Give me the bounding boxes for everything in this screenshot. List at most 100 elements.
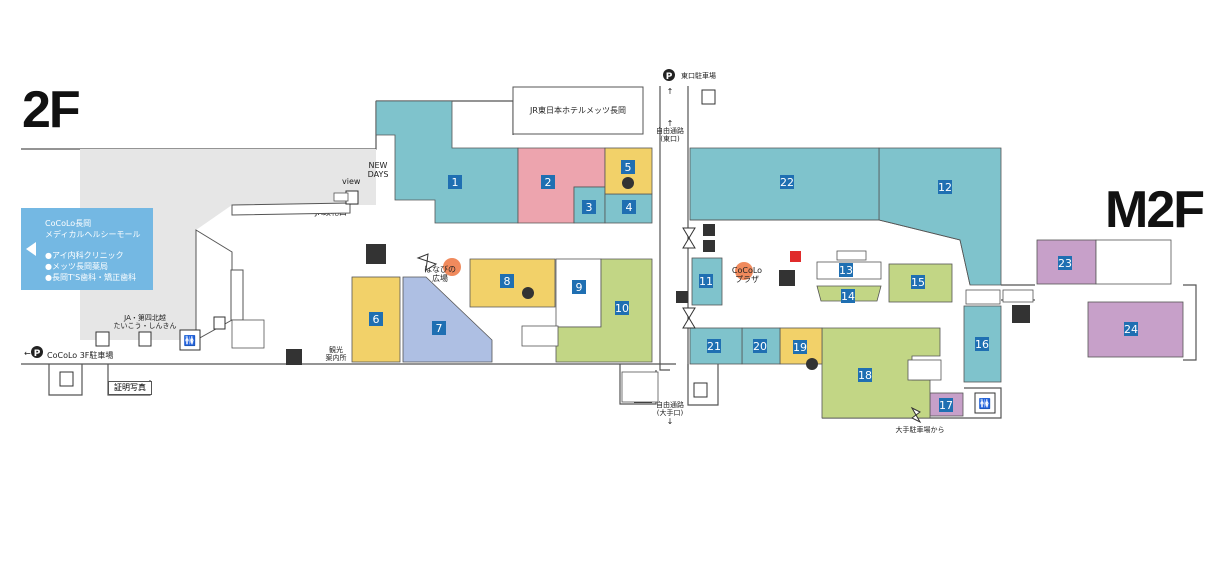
store-badge-bg (911, 275, 925, 289)
grey-area (80, 149, 376, 340)
direction-arrows: ↑ ↑ ↓ ← (24, 87, 673, 426)
store-badge-bg (1058, 256, 1072, 270)
store-badge-bg (582, 200, 596, 214)
label-free-passage-east: 自由通路(東口) (656, 126, 684, 143)
svg-text:P: P (34, 349, 41, 359)
store-badge-8[interactable]: 8 (500, 274, 514, 288)
wifi-icon (622, 177, 634, 189)
store-badge-3[interactable]: 3 (582, 200, 596, 214)
store-badge-2[interactable]: 2 (541, 175, 555, 189)
store-badge-24[interactable]: 24 (1124, 322, 1138, 336)
clinic-title: CoCoLo長岡 メディカルヘルシーモール (45, 219, 141, 239)
store-badge-5[interactable]: 5 (621, 160, 635, 174)
store-badge-13[interactable]: 13 (839, 263, 853, 277)
store-badge-22[interactable]: 22 (780, 175, 794, 189)
store-badge-15[interactable]: 15 (911, 275, 925, 289)
store-number: 6 (373, 313, 380, 326)
clinic-info-box[interactable]: CoCoLo長岡 メディカルヘルシーモール ●アイ内科クリニック ●メッツ長岡薬… (21, 208, 153, 290)
coin-locker-icon (138, 331, 152, 347)
floor-label-2f: 2F (22, 81, 81, 139)
store-1[interactable] (375, 100, 519, 224)
store-badge-18[interactable]: 18 (858, 368, 872, 382)
restroom-icon: 🚻 (179, 329, 201, 351)
store-badge-bg (1124, 322, 1138, 336)
store-badge-bg (572, 280, 586, 294)
store-badge-bg (621, 160, 635, 174)
floor-label-m2f: M2F (1105, 181, 1205, 239)
store-badge-bg (699, 274, 713, 288)
label-free-passage-ote: 自由通路(大手口) (656, 400, 684, 417)
store-badge-4[interactable]: 4 (622, 200, 636, 214)
store-badge-bg (975, 337, 989, 351)
clinic-item: ●アイ内科クリニック (45, 251, 124, 260)
store-badge-7[interactable]: 7 (432, 321, 446, 335)
clinic-item: ●長岡T'S歯科・矯正歯科 (45, 273, 137, 282)
store-number: 19 (793, 341, 807, 354)
store-badge-16[interactable]: 16 (975, 337, 989, 351)
ticket-machine-block (230, 269, 244, 321)
stairs-icon (676, 291, 688, 303)
hanabi-plaza-dot (443, 258, 461, 276)
store-badge-23[interactable]: 23 (1058, 256, 1072, 270)
label-east-parking: 東口駐車場 (681, 71, 716, 80)
store-number: 22 (780, 176, 794, 189)
restroom-icon: 🚻 (974, 392, 996, 414)
store-badge-bg (500, 274, 514, 288)
cocolo-plaza-dot (735, 262, 753, 280)
store-badge-bg (541, 175, 555, 189)
label-tourist-info: 観光案内所 (326, 345, 347, 362)
arrow-up-passage: ↑ (667, 119, 674, 128)
store-badge-bg (622, 200, 636, 214)
store-badge-1[interactable]: 1 (448, 175, 462, 189)
aed-icon (790, 251, 801, 262)
store-badge-14[interactable]: 14 (841, 289, 855, 303)
store-number: 3 (586, 201, 593, 214)
hotel-label: JR東日本ホテルメッツ長岡 (529, 105, 626, 115)
atm-icon (286, 349, 302, 365)
store-number: 12 (938, 181, 952, 194)
store-number: 24 (1124, 323, 1138, 336)
store-badge-17[interactable]: 17 (939, 398, 953, 412)
store-number: 2 (545, 176, 552, 189)
store-10[interactable] (555, 258, 653, 363)
store-number: 11 (699, 275, 713, 288)
escalator-icon (779, 270, 795, 286)
gate-bar (231, 202, 351, 216)
clinic-item: ●メッツ長岡薬局 (45, 262, 108, 271)
svg-text:🚻: 🚻 (979, 397, 991, 410)
store-badge-20[interactable]: 20 (753, 339, 767, 353)
store-badge-9[interactable]: 9 (572, 280, 586, 294)
door-icon (910, 406, 922, 424)
store-badge-10[interactable]: 10 (615, 301, 629, 315)
store-badge-12[interactable]: 12 (938, 180, 952, 194)
parking-icon: P (663, 69, 675, 82)
door-icon (682, 307, 696, 329)
stair-blocks (231, 192, 1034, 403)
store-number: 9 (576, 281, 583, 294)
store-badge-11[interactable]: 11 (699, 274, 713, 288)
corridor-right (690, 219, 971, 286)
store-15[interactable] (888, 263, 953, 303)
arrow-down-ote: ↓ (667, 417, 674, 426)
svg-text:P: P (666, 72, 673, 82)
arrow-up-east: ↑ (667, 87, 674, 96)
label-cocolo-parking: CoCoLo 3F駐車場 (47, 350, 113, 360)
store-badge-19[interactable]: 19 (793, 340, 807, 354)
store-badge-21[interactable]: 21 (707, 339, 721, 353)
store-number: 13 (839, 264, 853, 277)
store-badge-bg (707, 339, 721, 353)
store-badge-bg (753, 339, 767, 353)
store-7[interactable] (402, 276, 493, 363)
label-ja-bank: JA・第四北越たいこう・しんきん (114, 313, 177, 330)
store-number: 10 (615, 302, 629, 315)
store-number: 4 (626, 201, 633, 214)
store-badge-bg (858, 368, 872, 382)
store-badge-6[interactable]: 6 (369, 312, 383, 326)
store-badge-bg (432, 321, 446, 335)
store-badge-bg (938, 180, 952, 194)
door-icon (416, 253, 438, 271)
parking-icon: P (31, 346, 43, 359)
